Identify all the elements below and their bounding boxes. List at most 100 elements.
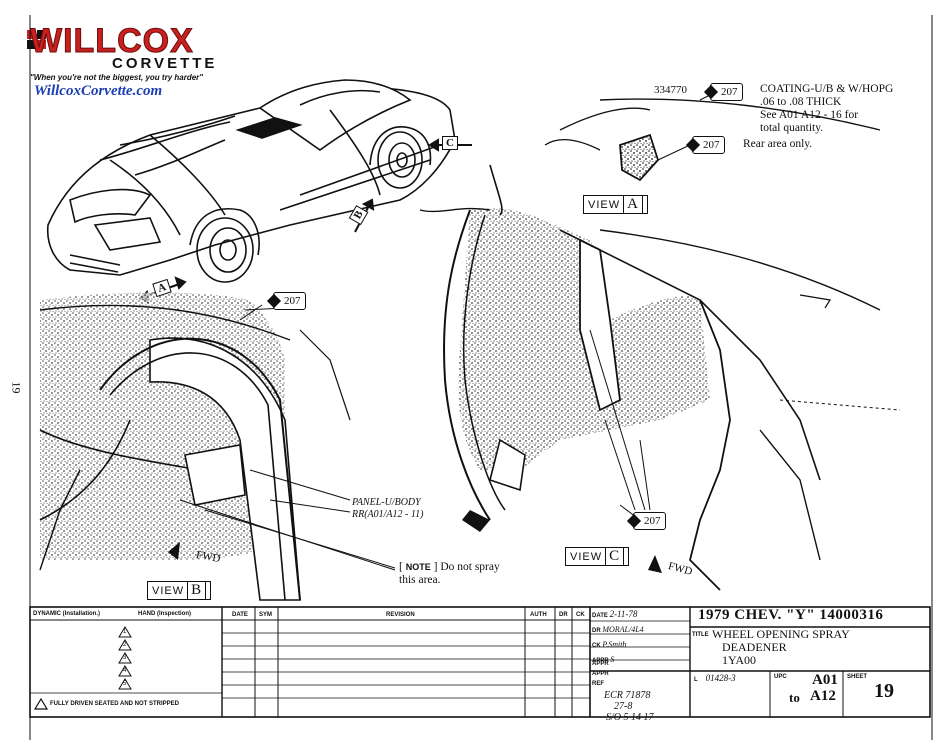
warning-triangle-icon (118, 665, 132, 677)
willcox-logo[interactable]: WILLCOX CORVETTE "When you're not the bi… (22, 22, 222, 102)
triangle-symbol: 2 (118, 639, 138, 652)
panel-text-2: RR(A01/A12 - 11) (352, 509, 424, 520)
hand-label: HAND (Inspection) (138, 611, 191, 617)
note-text-1: Do not spray (440, 561, 500, 573)
title-line-1: WHEEL OPENING SPRAY (712, 627, 850, 641)
triangle-number: 3 (123, 655, 127, 661)
l-block: L 01428-3 (694, 673, 736, 683)
drawing-title: WHEEL OPENING SPRAY DEADENER 1YA00 (712, 628, 850, 667)
corvette-flag-icon (27, 30, 46, 49)
title-line-3: 1YA00 (722, 653, 757, 667)
coating-text: COATING-U/B & W/HOPG (760, 83, 894, 95)
logo-tagline: "When you're not the biggest, you try ha… (30, 73, 204, 82)
ck-label: CK (592, 643, 601, 649)
sym-column-header: SYM (259, 612, 273, 618)
view-c-word: VIEW (570, 550, 603, 563)
warning-triangle-icon (118, 626, 132, 638)
panel-callout: PANEL-U/BODY RR(A01/A12 - 11) (352, 497, 423, 521)
coating-ref-badge: 207 (703, 83, 743, 101)
view-a-word: VIEW (588, 198, 621, 211)
appr-label: APPR (592, 661, 609, 667)
sheet-number: 19 (874, 680, 894, 702)
date-value: 2-11-78 (609, 609, 638, 619)
view-a-drawing (619, 133, 691, 182)
view-arrow-c-label: C (442, 136, 458, 150)
ck-value: P.Smith (602, 640, 627, 649)
corvette-car-illustration (46, 79, 456, 283)
sheet-label: SHEET (847, 674, 868, 680)
ref-line-2: 27-8 (614, 701, 633, 712)
triangle-number: 4 (123, 668, 127, 674)
part-number: 334770 (654, 84, 687, 96)
view-b-drawing (39, 292, 396, 601)
triangle-symbol: 1 (118, 626, 138, 639)
appr-value: S (610, 655, 615, 664)
note-text-2: this area. (399, 574, 441, 586)
date-column-header: DATE (232, 612, 248, 618)
upc-from: A01 (812, 672, 838, 688)
triangle-symbol-list: 1 2 3 4 5 (118, 626, 138, 691)
view-b-ref-badge: 207 (266, 292, 306, 310)
appr-label: APPR (592, 671, 609, 677)
l-value: 01428-3 (705, 673, 736, 683)
ref-block: REF ECR 71878 27-8 S/O 5 14 17 (592, 672, 688, 723)
appr3: APPR (592, 661, 609, 667)
fully-driven-note: FULLY DRIVEN SEATED AND NOT STRIPPED (50, 701, 180, 707)
warning-triangle-icon (118, 639, 132, 651)
triangle-number: 2 (123, 642, 127, 648)
warning-triangle-icon (118, 678, 132, 690)
website-link[interactable]: WillcoxCorvette.com (34, 83, 163, 99)
view-b-letter: B (187, 581, 207, 600)
view-c-letter: C (605, 547, 625, 566)
triangle-symbol: 5 (118, 678, 138, 691)
dr-label: DR (592, 628, 601, 634)
rear-ref-badge: 207 (685, 136, 725, 154)
warning-triangle-icon (34, 698, 48, 710)
ref-label: REF (592, 681, 604, 687)
view-b-word: VIEW (152, 584, 185, 597)
view-a-letter: A (623, 195, 643, 214)
note-label: NOTE (405, 562, 431, 572)
coating-ref-number: 207 (721, 86, 738, 98)
total-text: total quantity. (760, 122, 824, 134)
appr-label: APPR (592, 658, 609, 664)
view-b-ref-number: 207 (284, 295, 301, 307)
view-c-ref-number: 207 (644, 515, 661, 527)
title-block-grid (29, 606, 931, 718)
rear-text: Rear area only. (743, 138, 813, 150)
ck-column-header: CK (576, 612, 585, 618)
ref-line-3: S/O 5 14 17 (606, 712, 654, 723)
upc-label: UPC (774, 674, 787, 680)
ref-line-1: ECR 71878 (604, 690, 651, 701)
triangle-symbol: 4 (118, 665, 138, 678)
triangle-number: 5 (123, 681, 127, 687)
upc-to: A12 (810, 688, 836, 704)
thickness-text: .06 to .08 THICK (760, 96, 842, 108)
see-text: See A01 A12 - 16 for (760, 109, 859, 121)
title-line-2: DEADENER (722, 640, 787, 654)
dr-value: MORAL/4L4 (602, 625, 644, 634)
drawing-header-title: 1979 CHEV. "Y" 14000316 (698, 607, 884, 623)
date-label: DATE (592, 613, 608, 619)
dynamic-label: DYNAMIC (Installation.) (33, 611, 100, 617)
approval-block: DATE 2-11-78 DR MORAL/4L4 CK P.Smith APP… (592, 608, 690, 681)
logo-subtitle: CORVETTE (112, 55, 218, 72)
warning-triangle-icon (118, 652, 132, 664)
panel-text-1: PANEL-U/BODY (352, 497, 421, 508)
view-c-ref-badge: 207 (626, 512, 666, 530)
coating-note: COATING-U/B & W/HOPG .06 to .08 THICK Se… (760, 83, 893, 135)
note-callout: [ NOTE ] Do not spray this area. (399, 561, 500, 586)
title-label: TITLE (692, 632, 709, 638)
upc-to-word: to (789, 690, 800, 705)
dr-column-header: DR (559, 612, 568, 618)
l-label: L (694, 677, 698, 683)
logo-brand: WILLCOX (30, 22, 194, 61)
revision-column-header: REVISION (386, 612, 415, 618)
triangle-number: 1 (123, 629, 127, 635)
rear-ref-number: 207 (703, 139, 720, 151)
view-c-drawing (419, 98, 901, 591)
